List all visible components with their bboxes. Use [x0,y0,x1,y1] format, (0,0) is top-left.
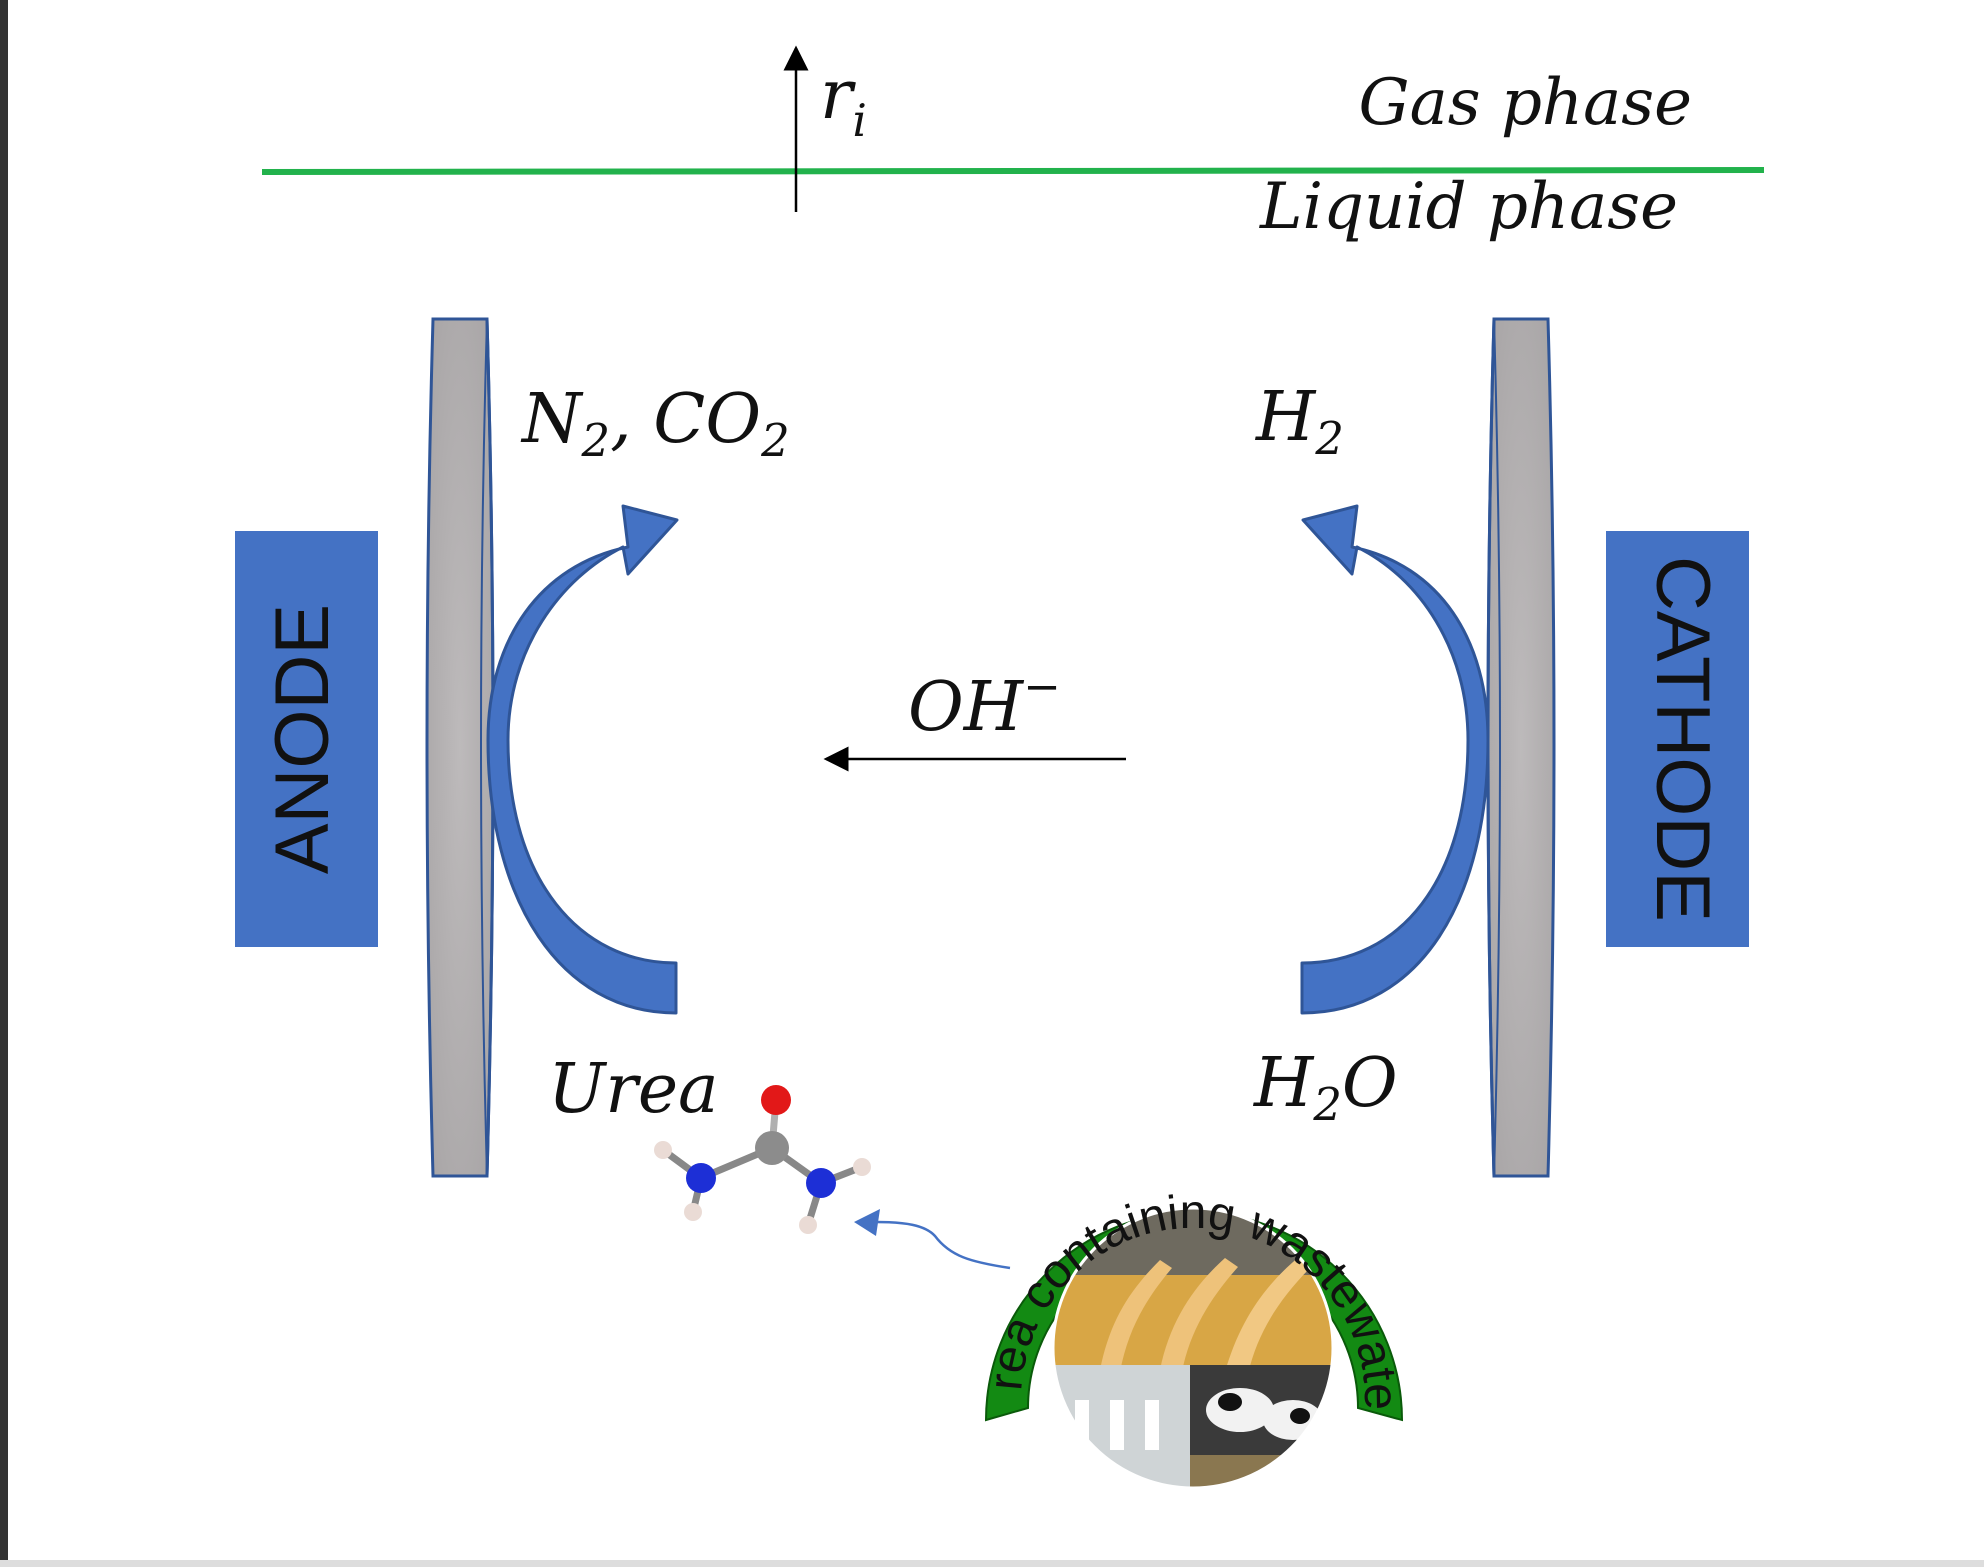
flux-label: ri [820,56,867,147]
anode-products-label: N2, CO2 [520,380,790,467]
wastewater-badge: Urea containing wastewater [0,0,1407,1490]
anode-reaction-arrow [486,504,679,1015]
urea-molecule-icon [654,1085,871,1234]
hydroxide-label: OH− [908,660,1061,747]
frame-bottom-edge [0,1560,1984,1567]
anode-block [235,531,378,947]
gas-phase-label: Gas phase [1358,66,1692,140]
cathode-label: CATHODE [1640,556,1725,922]
phase-boundary-line [261,167,1765,175]
cathode-reaction-arrow [1300,504,1490,1015]
source-arrowhead [854,1209,880,1236]
cathode-block [1606,531,1749,947]
frame-left-edge [0,0,8,1567]
source-arrow [875,1220,1011,1270]
urea-label: Urea [548,1050,719,1129]
water-label: H2O [1252,1044,1398,1131]
cathode-product-label: H2 [1254,378,1344,465]
anode-plate [425,317,495,1178]
anode-label: ANODE [260,604,345,874]
cathode-plate [1486,317,1556,1178]
liquid-phase-label: Liquid phase [1259,170,1678,244]
badge-text: Urea containing wastewater [0,0,1407,1410]
